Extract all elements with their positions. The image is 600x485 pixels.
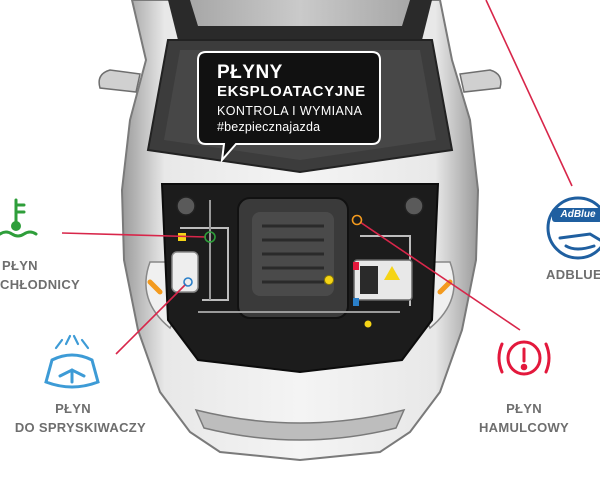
washer-label-line1: PŁYN: [55, 401, 91, 416]
washer-label: PŁYN DO SPRYSKIWACZY: [0, 399, 146, 437]
brake-leader-line: [359, 221, 521, 331]
bubble-title-line1: PŁYNY: [217, 62, 283, 83]
coolant-leader-line: [61, 232, 207, 238]
adblue-leader-line: [485, 0, 573, 187]
coolant-temperature-icon: [0, 198, 38, 238]
washer-leader-line: [115, 283, 187, 355]
adblue-nozzle-icon: [546, 196, 600, 260]
coolant-label-line1: PŁYN: [2, 258, 38, 273]
brake-label-line1: PŁYN: [506, 401, 542, 416]
washer-point-marker: [183, 277, 193, 287]
brake-label-line2: HAMULCOWY: [478, 420, 570, 435]
adblue-label-line1: ADBLUE: [546, 267, 600, 282]
windshield-washer-icon: [44, 334, 100, 389]
leader-lines: [61, 0, 573, 355]
adblue-badge-text: AdBlue: [560, 209, 596, 220]
bubble-title-line2: EKSPLOATACYJNE: [217, 83, 366, 100]
adblue-label: ADBLUE: [546, 265, 600, 284]
washer-label-line2: DO SPRYSKIWACZY: [14, 420, 146, 435]
coolant-label: PŁYN CHŁODNICY: [0, 256, 80, 294]
coolant-point-marker: [204, 231, 216, 243]
brake-warning-icon: [497, 340, 551, 376]
brake-label: PŁYN HAMULCOWY: [468, 399, 580, 437]
bubble-hashtag: #bezpiecznajazda: [217, 120, 321, 134]
brake-point-marker: [351, 214, 363, 226]
coolant-label-line2: CHŁODNICY: [0, 277, 80, 292]
engine-bay: [160, 183, 440, 374]
speech-bubble: [197, 51, 381, 164]
bubble-subtitle: KONTROLA I WYMIANA: [217, 104, 363, 118]
